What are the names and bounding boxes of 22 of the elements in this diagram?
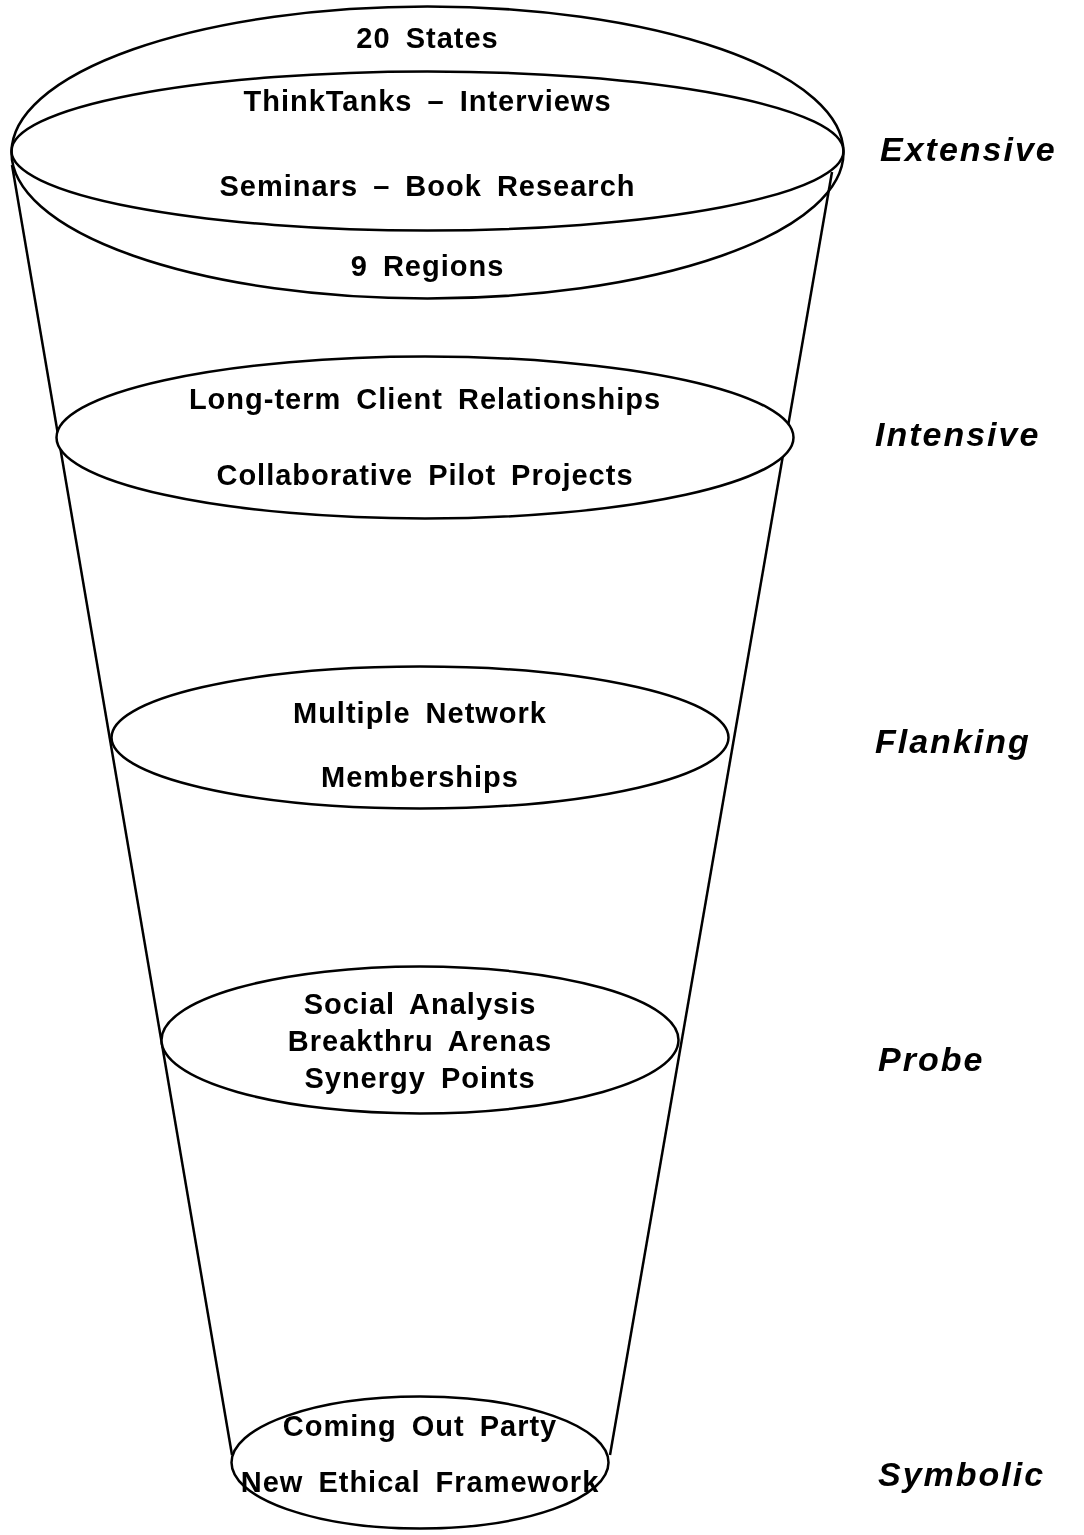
- stage-label: Probe: [878, 1040, 985, 1079]
- band-text: 9 Regions: [349, 249, 506, 283]
- band-text: Coming Out Party: [281, 1409, 559, 1443]
- band-text: Collaborative Pilot Projects: [215, 458, 635, 492]
- ellipse-band: [110, 665, 730, 810]
- band-text: Social Analysis: [302, 987, 538, 1021]
- stage-label: Extensive: [880, 130, 1057, 169]
- ellipse-band: [160, 965, 680, 1115]
- ellipse-band: [230, 1395, 610, 1530]
- ellipse-band: [10, 5, 845, 300]
- band-text: New Ethical Framework: [239, 1465, 601, 1499]
- band-text: Multiple Network Memberships: [292, 696, 548, 795]
- band-text: Breakthru Arenas: [286, 1024, 554, 1058]
- band-text: Seminars – Book Research: [218, 169, 637, 203]
- stage-label: Flanking: [875, 722, 1031, 761]
- band-text: 20 States: [355, 21, 500, 55]
- band-text: Long-term Client Relationships: [187, 382, 663, 416]
- stage-label: Symbolic: [878, 1455, 1046, 1494]
- band-text: Synergy Points: [303, 1061, 537, 1095]
- band-text: ThinkTanks – Interviews: [242, 84, 613, 118]
- ellipse-band: [55, 355, 795, 520]
- stage-label: Intensive: [875, 415, 1041, 454]
